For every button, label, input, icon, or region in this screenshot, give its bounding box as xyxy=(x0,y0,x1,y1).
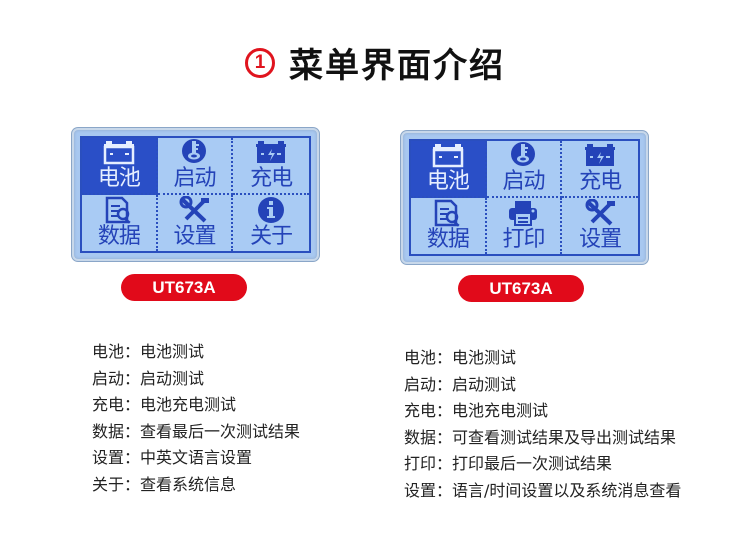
model-badge-left: UT673A xyxy=(121,274,247,301)
menu-item-label: 充电 xyxy=(250,166,293,191)
section-number-badge: 1 xyxy=(245,47,275,78)
description-value: 电池充电测试 xyxy=(140,395,237,414)
menu-item-label: 充电 xyxy=(579,169,622,194)
lcd-screen-left: 电池 启动 充电 数据 设置 关于 xyxy=(72,128,319,261)
menu-item-label: 电池 xyxy=(426,169,470,194)
description-row: 设置：中英文语言设置 xyxy=(92,445,300,472)
data-document-icon xyxy=(431,199,465,227)
description-row: 关于：查看系统信息 xyxy=(92,472,300,499)
battery-icon xyxy=(431,141,465,169)
wrench-screwdriver-icon xyxy=(177,196,211,224)
description-key: 启动： xyxy=(92,368,141,388)
menu-item-label: 设置 xyxy=(173,224,216,249)
description-row: 打印：打印最后一次测试结果 xyxy=(404,451,681,478)
section-title: 菜单界面介绍 xyxy=(289,46,505,86)
description-value: 电池测试 xyxy=(140,342,205,361)
menu-item-charge[interactable]: 充电 xyxy=(233,138,309,195)
menu-item-label: 关于 xyxy=(250,224,293,249)
description-key: 打印： xyxy=(404,454,453,473)
printer-icon xyxy=(506,199,540,227)
menu-item-about[interactable]: 关于 xyxy=(233,195,309,251)
description-key: 电池： xyxy=(92,342,141,361)
menu-grid: 电池 启动 充电 数据 打印 设置 xyxy=(409,139,640,256)
model-badge-right: UT673A xyxy=(458,275,584,302)
description-row: 数据：查看最后一次测试结果 xyxy=(92,419,300,446)
menu-item-data[interactable]: 数据 xyxy=(411,198,487,254)
description-key: 数据： xyxy=(92,421,141,441)
menu-item-print[interactable]: 打印 xyxy=(487,198,563,254)
menu-item-settings[interactable]: 设置 xyxy=(158,195,234,251)
description-row: 启动：启动测试 xyxy=(92,366,300,393)
charging-battery-icon xyxy=(583,141,617,169)
description-key: 启动： xyxy=(404,374,453,394)
page-title: 1 菜单界面介绍 xyxy=(0,38,750,87)
menu-item-label: 启动 xyxy=(502,169,545,194)
description-value: 查看最后一次测试结果 xyxy=(140,421,301,441)
description-row: 电池：电池测试 xyxy=(404,345,681,372)
description-value: 电池充电测试 xyxy=(452,401,549,420)
lcd-screen-right: 电池 启动 充电 数据 打印 设置 xyxy=(401,131,648,264)
menu-item-settings[interactable]: 设置 xyxy=(562,198,638,254)
description-list-left: 电池：电池测试 启动：启动测试 充电：电池充电测试 数据：查看最后一次测试结果 … xyxy=(92,339,300,498)
menu-item-label: 数据 xyxy=(426,227,470,252)
menu-item-label: 打印 xyxy=(502,227,545,252)
battery-icon xyxy=(102,138,136,166)
menu-item-start[interactable]: 启动 xyxy=(157,138,234,195)
description-key: 充电： xyxy=(404,401,453,420)
description-value: 启动测试 xyxy=(140,368,205,388)
menu-item-label: 启动 xyxy=(173,166,216,191)
description-value: 启动测试 xyxy=(452,374,517,394)
description-value: 可查看测试结果及导出测试结果 xyxy=(452,427,677,447)
menu-item-data[interactable]: 数据 xyxy=(82,195,158,251)
menu-grid: 电池 启动 充电 数据 设置 关于 xyxy=(80,136,311,253)
description-key: 充电： xyxy=(92,395,141,414)
description-row: 设置：语言/时间设置以及系统消息查看 xyxy=(404,478,681,505)
description-value: 中英文语言设置 xyxy=(140,448,253,467)
description-row: 充电：电池充电测试 xyxy=(92,392,300,419)
description-row: 启动：启动测试 xyxy=(404,372,681,399)
data-document-icon xyxy=(102,196,136,224)
key-icon xyxy=(177,138,211,166)
charging-battery-icon xyxy=(254,138,288,166)
description-value: 语言/时间设置以及系统消息查看 xyxy=(452,480,682,500)
description-row: 电池：电池测试 xyxy=(92,339,300,366)
description-row: 数据：可查看测试结果及导出测试结果 xyxy=(404,425,681,452)
key-icon xyxy=(506,141,540,169)
menu-item-label: 设置 xyxy=(579,227,622,252)
description-key: 设置： xyxy=(404,480,453,500)
description-key: 数据： xyxy=(404,427,453,447)
description-list-right: 电池：电池测试 启动：启动测试 充电：电池充电测试 数据：可查看测试结果及导出测… xyxy=(404,345,681,504)
description-key: 电池： xyxy=(404,348,453,367)
menu-item-battery[interactable]: 电池 xyxy=(82,138,158,195)
menu-item-start[interactable]: 启动 xyxy=(486,141,563,198)
menu-item-label: 电池 xyxy=(97,166,141,191)
description-key: 关于： xyxy=(92,474,141,494)
description-value: 查看系统信息 xyxy=(140,474,237,494)
wrench-screwdriver-icon xyxy=(583,199,617,227)
menu-item-battery[interactable]: 电池 xyxy=(411,141,487,198)
description-value: 打印最后一次测试结果 xyxy=(452,454,613,473)
description-row: 充电：电池充电测试 xyxy=(404,398,681,425)
info-icon xyxy=(254,196,288,224)
menu-item-label: 数据 xyxy=(97,224,141,249)
description-value: 电池测试 xyxy=(452,348,517,367)
menu-item-charge[interactable]: 充电 xyxy=(562,141,638,198)
description-key: 设置： xyxy=(92,448,141,467)
